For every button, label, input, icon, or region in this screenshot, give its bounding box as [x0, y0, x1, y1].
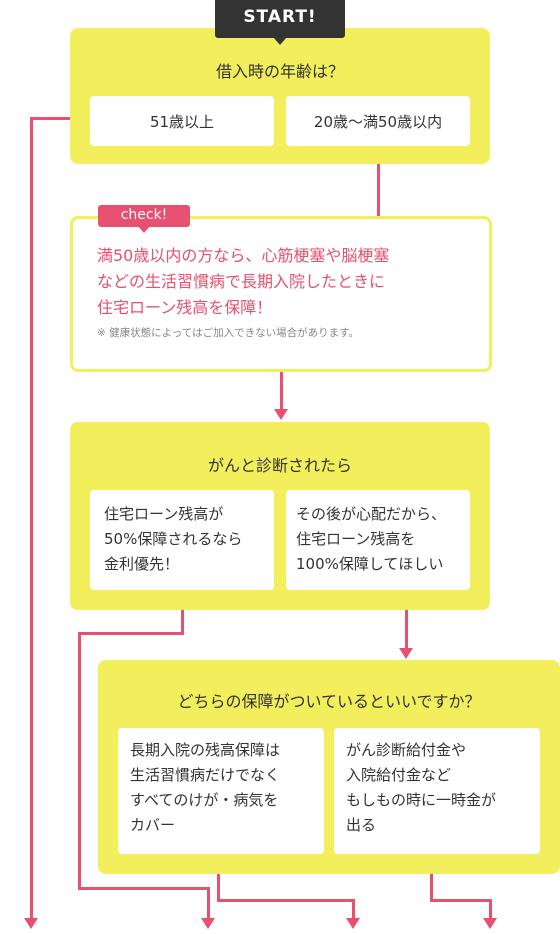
connector [217, 852, 220, 902]
arrow-head [24, 918, 38, 929]
check-text: 満50歳以内の方なら、心筋梗塞や脳梗塞 などの生活習慣病で長期入院したときに 住… [97, 246, 390, 317]
option-text: がん診断給付金や 入院給付金など もしもの時に一時金が 出る [346, 741, 497, 834]
check-badge-pointer [138, 226, 150, 233]
question-box-cancer: がんと診断されたら 住宅ローン残高が 50%保障されるなら 金利優先！ その後が… [70, 422, 490, 610]
option-51-and-over[interactable]: 51歳以上 [90, 96, 274, 146]
connector [181, 588, 184, 634]
check-box: 満50歳以内の方なら、心筋梗塞や脳梗塞 などの生活習慣病で長期入院したときに 住… [70, 216, 492, 372]
option-text: その後が心配だから、 住宅ローン残高を 100%保障してほしい [296, 505, 447, 573]
start-badge-pointer [273, 37, 287, 45]
connector [489, 899, 492, 921]
arrow-head [346, 918, 360, 929]
question-box-coverage: どちらの保障がついているといいですか？ 長期入院の残高保障は 生活習慣病だけでな… [98, 660, 560, 874]
check-badge: check! [98, 205, 190, 227]
option-50-percent[interactable]: 住宅ローン残高が 50%保障されるなら 金利優先！ [90, 490, 274, 590]
option-text: 長期入院の残高保障は 生活習慣病だけでなく すべてのけが・病気を カバー [130, 741, 281, 834]
option-lump-sum-benefit[interactable]: がん診断給付金や 入院給付金など もしもの時に一時金が 出る [334, 728, 540, 854]
check-note: ※ 健康状態によってはご加入できない場合があります。 [97, 327, 360, 339]
option-text: 住宅ローン残高が 50%保障されるなら 金利優先！ [104, 505, 243, 573]
option-all-illness-coverage[interactable]: 長期入院の残高保障は 生活習慣病だけでなく すべてのけが・病気を カバー [118, 728, 324, 854]
arrow-head [274, 409, 288, 420]
arrow-head [201, 918, 215, 929]
arrow-head [483, 918, 497, 929]
start-label: START! [243, 7, 317, 27]
question-box-age: 借入時の年齢は？ 51歳以上 20歳〜満50歳以内 [70, 28, 490, 164]
question-title: 借入時の年齢は？ [215, 62, 344, 81]
arrow-head [399, 648, 413, 659]
connector [405, 588, 408, 650]
question-title: がんと診断されたら [207, 456, 352, 475]
option-100-percent[interactable]: その後が心配だから、 住宅ローン残高を 100%保障してほしい [286, 490, 470, 590]
connector [430, 899, 492, 902]
connector [30, 118, 33, 920]
connector [78, 632, 184, 635]
connector [377, 146, 380, 218]
connector [217, 899, 355, 902]
check-badge-label: check! [120, 207, 168, 223]
connector [280, 370, 283, 410]
connector [78, 887, 210, 890]
connector [30, 117, 90, 120]
question-title: どちらの保障がついているといいですか？ [177, 692, 481, 711]
connector [430, 852, 433, 902]
connector [78, 632, 81, 890]
start-badge: START! [215, 0, 345, 38]
connector [207, 887, 210, 921]
option-20-to-50[interactable]: 20歳〜満50歳以内 [286, 96, 470, 146]
connector [352, 899, 355, 921]
